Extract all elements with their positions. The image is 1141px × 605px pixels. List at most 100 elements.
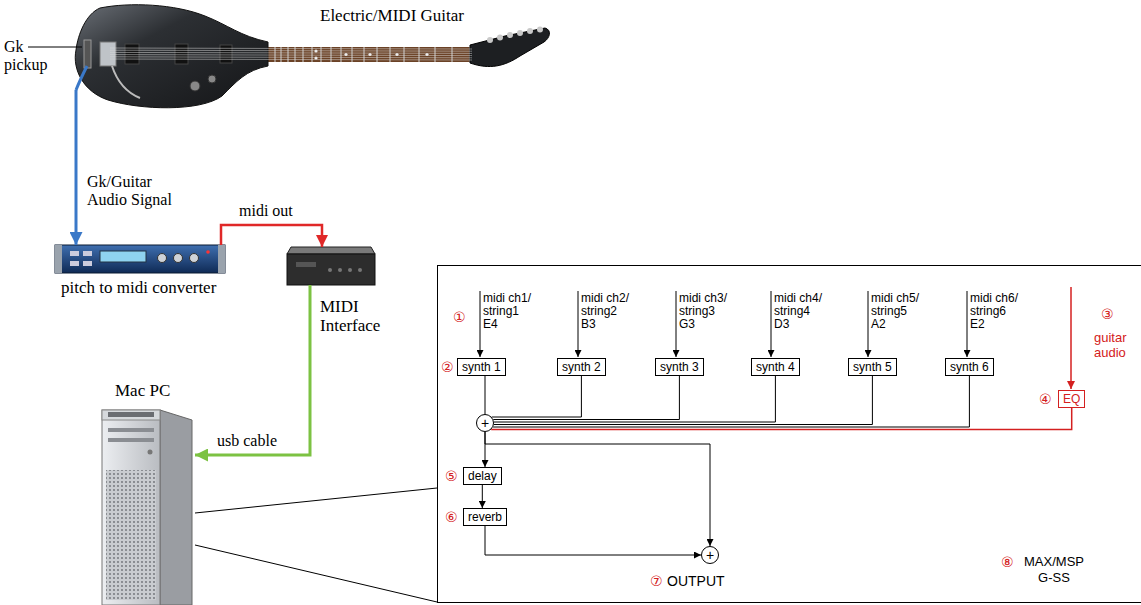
connector	[493, 376, 679, 420]
rack-device-drawing	[70, 251, 79, 256]
computer-drawing	[102, 410, 192, 605]
effect-box: reverb	[463, 508, 507, 526]
guitar-drawing	[190, 81, 200, 91]
callout-number: ⑥	[445, 509, 458, 525]
connector	[491, 408, 1071, 430]
midi-interface-drawing	[338, 268, 342, 272]
connector	[494, 376, 873, 425]
midi-interface-drawing	[348, 268, 352, 272]
computer-drawing	[106, 470, 156, 600]
signal-label: midi ch5/ string5 A2	[871, 292, 922, 331]
box-label: synth 3	[660, 360, 699, 374]
guitar-drawing	[527, 28, 533, 34]
signal-arrow	[480, 287, 1071, 389]
synth-box: synth 2	[557, 358, 606, 376]
midi-interface-drawing	[358, 268, 362, 272]
computer-drawing	[160, 410, 192, 605]
synth-box: synth 1	[457, 358, 506, 376]
connector	[221, 225, 322, 247]
connector-label: usb cable	[216, 432, 278, 450]
signal-arrow	[676, 291, 677, 357]
midi-interface-drawing	[328, 268, 332, 272]
computer-drawing	[102, 410, 160, 605]
leader-line	[28, 47, 82, 48]
signal-label: midi ch3/ string3 G3	[679, 292, 730, 331]
connector-label: Gk/Guitar Audio Signal	[86, 173, 180, 209]
guitar-drawing	[220, 45, 232, 63]
guitar-drawing	[110, 48, 472, 60]
box-label: delay	[468, 469, 497, 483]
rack-device-drawing	[70, 261, 79, 266]
box-label: synth 1	[462, 360, 501, 374]
box-label: EQ	[1063, 392, 1080, 406]
computer-drawing	[102, 410, 160, 420]
connector	[485, 376, 486, 414]
guitar-drawing	[314, 56, 317, 59]
rack-device-drawing	[158, 254, 167, 263]
synth-box: synth 3	[655, 358, 704, 376]
connector	[195, 545, 437, 602]
rack-device-drawing	[55, 245, 225, 273]
guitar-drawing	[112, 66, 140, 98]
guitar-drawing	[125, 44, 139, 64]
sum-junction: +	[476, 414, 494, 432]
computer-drawing	[108, 438, 154, 442]
sum-junction: +	[701, 546, 719, 564]
part-label: MIDI Interface	[320, 297, 395, 335]
sum-sign: +	[701, 546, 719, 564]
signal-label: guitar audio	[1094, 330, 1136, 360]
callout-number: ⑤	[445, 468, 458, 484]
connector-label: midi out	[238, 202, 294, 220]
connector	[493, 376, 969, 427]
synth-box: synth 4	[751, 358, 800, 376]
box-label: synth 6	[950, 360, 989, 374]
callout-number: ①	[453, 309, 466, 325]
part-label: Mac PC	[115, 381, 170, 400]
callout-number: ④	[1039, 391, 1052, 407]
part-label: Gk pickup	[4, 38, 56, 74]
rack-device-drawing	[55, 245, 225, 273]
panel-title: MAX/MSP G-SS	[1019, 554, 1089, 586]
computer-tower: Mac PC	[95, 405, 195, 605]
guitar-drawing	[470, 28, 549, 67]
computer-drawing	[108, 428, 154, 432]
computer-drawing	[108, 412, 154, 417]
synth-box: synth 6	[945, 358, 994, 376]
guitar-drawing	[507, 32, 513, 38]
box-label: synth 4	[756, 360, 795, 374]
guitar-drawing	[208, 75, 216, 83]
guitar-drawing	[100, 42, 116, 66]
connector	[195, 285, 310, 455]
sum-sign: +	[476, 414, 494, 432]
connector	[485, 526, 701, 555]
rack-device-drawing	[174, 254, 183, 263]
computer-drawing	[148, 450, 153, 455]
signal-arrow	[1070, 287, 1072, 389]
guitar-drawing	[76, 66, 87, 90]
guitar-illustration: Electric/MIDI Guitar	[70, 0, 540, 90]
midi-interface-drawing	[296, 262, 316, 267]
leader-line	[28, 47, 82, 48]
junction-outline	[702, 547, 719, 564]
guitar-drawing	[537, 27, 543, 33]
guitar-drawing	[487, 37, 493, 43]
rack-device-drawing	[190, 254, 199, 263]
midi-interface-drawing	[287, 247, 375, 254]
junction-outline	[477, 415, 494, 432]
callout-number: ⑧	[1001, 554, 1014, 570]
guitar-drawing	[75, 5, 549, 108]
midi-interface-drawing	[287, 254, 375, 285]
rack-device-drawing	[55, 245, 62, 273]
signal-label: midi ch1/ string1 E4	[483, 292, 534, 331]
guitar-drawing	[175, 44, 188, 64]
connector	[195, 488, 437, 513]
signal-arrow	[868, 291, 869, 357]
guitar-drawing	[368, 53, 371, 56]
rack-device: pitch to midi converter	[55, 245, 225, 273]
guitar-drawing	[517, 30, 523, 36]
midi-interface-drawing	[287, 247, 375, 285]
signal-arrow	[771, 291, 772, 357]
connector	[492, 376, 582, 417]
eq-box: EQ	[1058, 390, 1085, 408]
